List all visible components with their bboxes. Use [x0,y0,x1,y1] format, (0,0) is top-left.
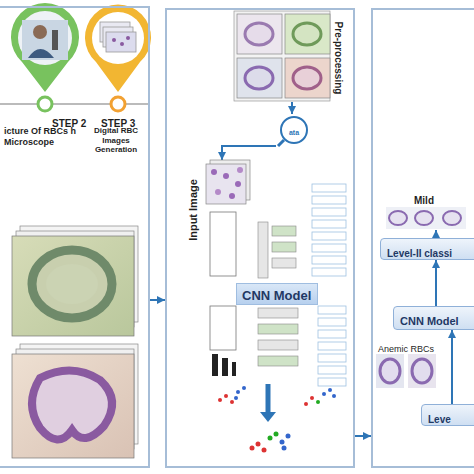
stage-panel: MildAnemic RBCs Level-II classiCNN ModelL… [371,8,474,468]
flow-connector [150,299,165,301]
flow-arrow [222,146,276,160]
flow-connector [355,435,371,437]
microscope [52,30,58,50]
input-image-stack [206,160,250,204]
panel-text-holder: Anemic RBCs [378,338,434,356]
slide [106,32,136,52]
process-box: Leve [421,404,474,426]
scatter-plot [304,388,336,406]
timeline [0,103,150,105]
model-banner: CNN Model [236,283,318,305]
panel-text-holder: icture Of RBCs h Microscope [4,126,84,148]
yellow-pin [85,4,151,92]
panel-text: Input Image [187,179,200,241]
box-label: CNN Model [242,288,311,304]
preprocessed-grid [234,11,330,101]
icon-text: ata [289,129,299,137]
anemic-rbc-images [376,354,436,388]
scientist-body [28,49,54,58]
flow-arrow [291,102,293,114]
rbc-image-stack [12,344,138,458]
panel-text: icture Of RBCs h Microscope [4,126,84,148]
panel-text: Mild [414,195,434,207]
scientist-head [33,25,47,39]
panel-text-holder: Input Image [183,179,201,241]
rbc-image-stack [12,226,138,336]
panel-text-holder: Digital RBC Images Generation [87,126,145,155]
process-box: CNN Model [393,306,474,330]
step-dot [38,97,52,111]
arrow-head [260,412,276,422]
scatter-plot [218,386,246,404]
mild-rbc-images [386,207,466,229]
panel-text: Pre-processing [332,22,344,95]
box-label: Leve [428,414,451,426]
flow-connector [451,330,453,404]
scatter-plot [250,432,291,453]
process-box: Level-II classi [380,238,474,260]
panel-text-holder: Mild [414,190,434,208]
magnifier-handle [278,140,284,146]
magnifier [281,117,307,143]
stage-panel: Pre-processingInput ImageCNN Model [165,8,355,468]
panel-text: Digital RBC Images Generation [87,126,145,155]
stage-panel: STEP 2icture Of RBCs h MicroscopeSTEP 3D… [0,6,150,468]
panel-text-holder: Pre-processing [331,22,349,95]
box-label: CNN Model [400,315,459,328]
icon-text-holder: ata [289,121,299,139]
lab-photo [22,20,68,60]
box-label: Level-II classi [387,248,452,260]
flow-connector [435,260,437,306]
slide-ground [92,12,144,64]
flow-arrow [266,384,271,414]
flow-arrow [435,230,437,237]
green-pin [11,3,79,92]
photo-ground [18,11,72,65]
panel-text: Anemic RBCs [378,344,434,355]
step-dot [111,97,125,111]
